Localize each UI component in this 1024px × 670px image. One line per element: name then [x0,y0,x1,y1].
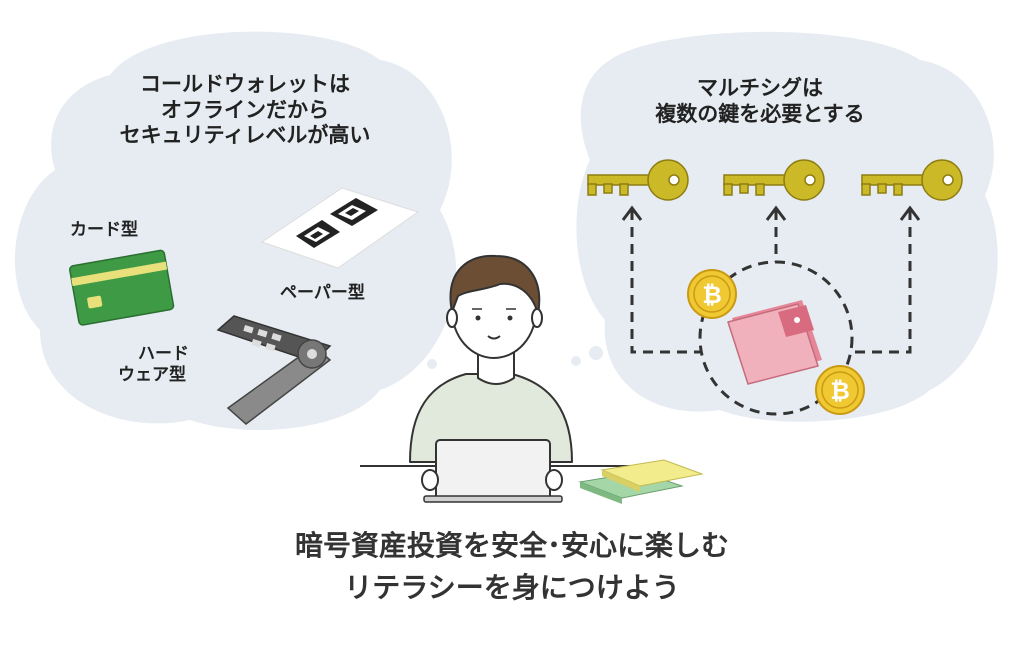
label-line: ハード [138,344,189,364]
arrow-up-icon [765,205,787,221]
thought-dot [571,356,581,366]
caption-line: 暗号資産投資を安全･安心に楽しむ [294,529,729,562]
thought-dot [589,346,603,360]
right-thought-bubble [571,31,998,422]
right-bubble-title: マルチシグは 複数の鍵を必要とする [610,76,910,127]
wallet-icon [727,300,822,385]
paper-wallet-label: ペーパー型 [280,283,365,303]
left-bubble-title: コールドウォレットは オフラインだから セキュリティレベルが高い [60,72,430,149]
arrow-up-icon [899,205,921,221]
keys-group [587,159,963,201]
title-line: 複数の鍵を必要とする [655,101,865,126]
right-connector [852,210,912,354]
qr-code-icon [296,220,340,248]
hardware-wallet-icon [216,315,332,425]
title-line: コールドウォレットは [140,72,350,96]
laptop-icon [423,439,563,503]
paper-wallet-icon [260,187,420,269]
key-icon [587,159,689,201]
bitcoin-symbol: ₿ [830,377,850,405]
qr-code-icon [330,198,378,226]
left-connector [630,210,700,354]
card-wallet-label: カード型 [70,220,138,240]
arrow-up-icon [621,205,643,221]
key-icon [861,159,963,201]
bitcoin-coin-icon: ₿ [815,365,865,415]
bitcoin-coin-icon: ₿ [687,269,737,319]
caption: 暗号資産投資を安全･安心に楽しむ リテラシーを身につけよう [0,525,1024,609]
key-icon [723,159,825,201]
title-line: オフラインだから [161,97,329,122]
hands [421,469,563,491]
card-wallet-icon [69,249,175,326]
hardware-wallet-label: ハード ウェア型 [118,344,189,385]
title-line: マルチシグは [697,76,823,100]
thought-dot [427,359,437,369]
books-icon [578,459,704,504]
left-thought-bubble [14,31,457,430]
caption-line: リテラシーを身につけよう [344,571,680,604]
multisig-connections [630,210,912,416]
bitcoin-symbol: ₿ [702,281,722,309]
label-line: ウェア型 [118,364,186,385]
thought-dot [405,350,419,364]
title-line: セキュリティレベルが高い [119,123,371,148]
arrow-heads [621,205,921,221]
